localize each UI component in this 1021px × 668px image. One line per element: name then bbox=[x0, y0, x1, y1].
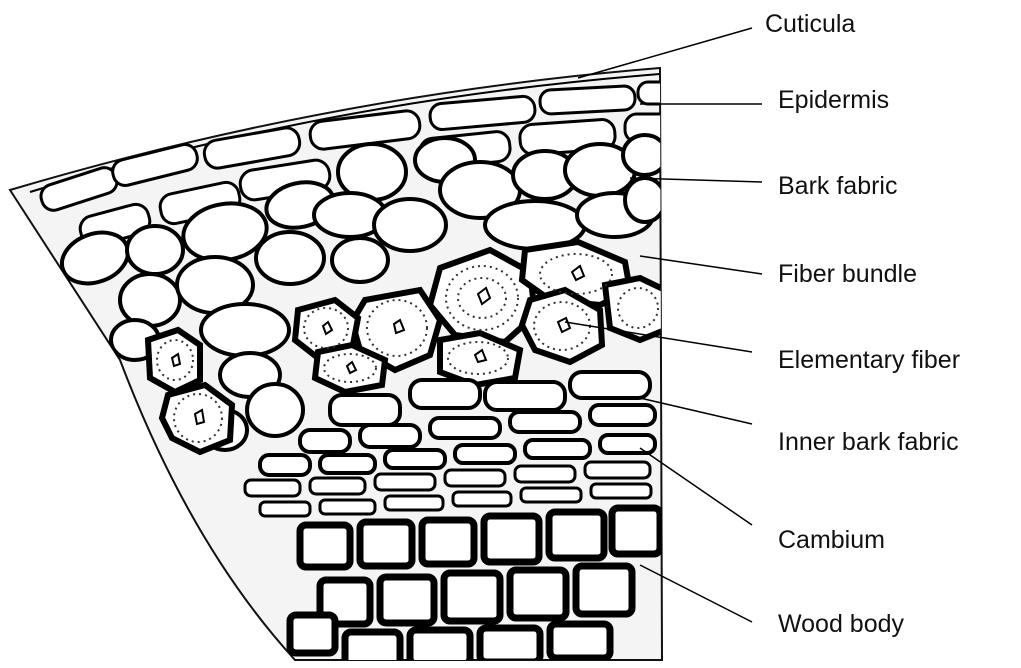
label-fiber-bundle: Fiber bundle bbox=[778, 262, 917, 287]
label-epidermis: Epidermis bbox=[778, 88, 889, 113]
label-elementary-fiber: Elementary fiber bbox=[778, 348, 960, 373]
label-bark-fabric: Bark fabric bbox=[778, 174, 897, 199]
label-inner-bark-fabric: Inner bark fabric bbox=[778, 430, 959, 455]
leader-line-cuticula bbox=[578, 28, 752, 78]
label-wood-body: Wood body bbox=[778, 612, 904, 637]
label-cuticula: Cuticula bbox=[765, 12, 855, 37]
label-cambium: Cambium bbox=[778, 528, 885, 553]
